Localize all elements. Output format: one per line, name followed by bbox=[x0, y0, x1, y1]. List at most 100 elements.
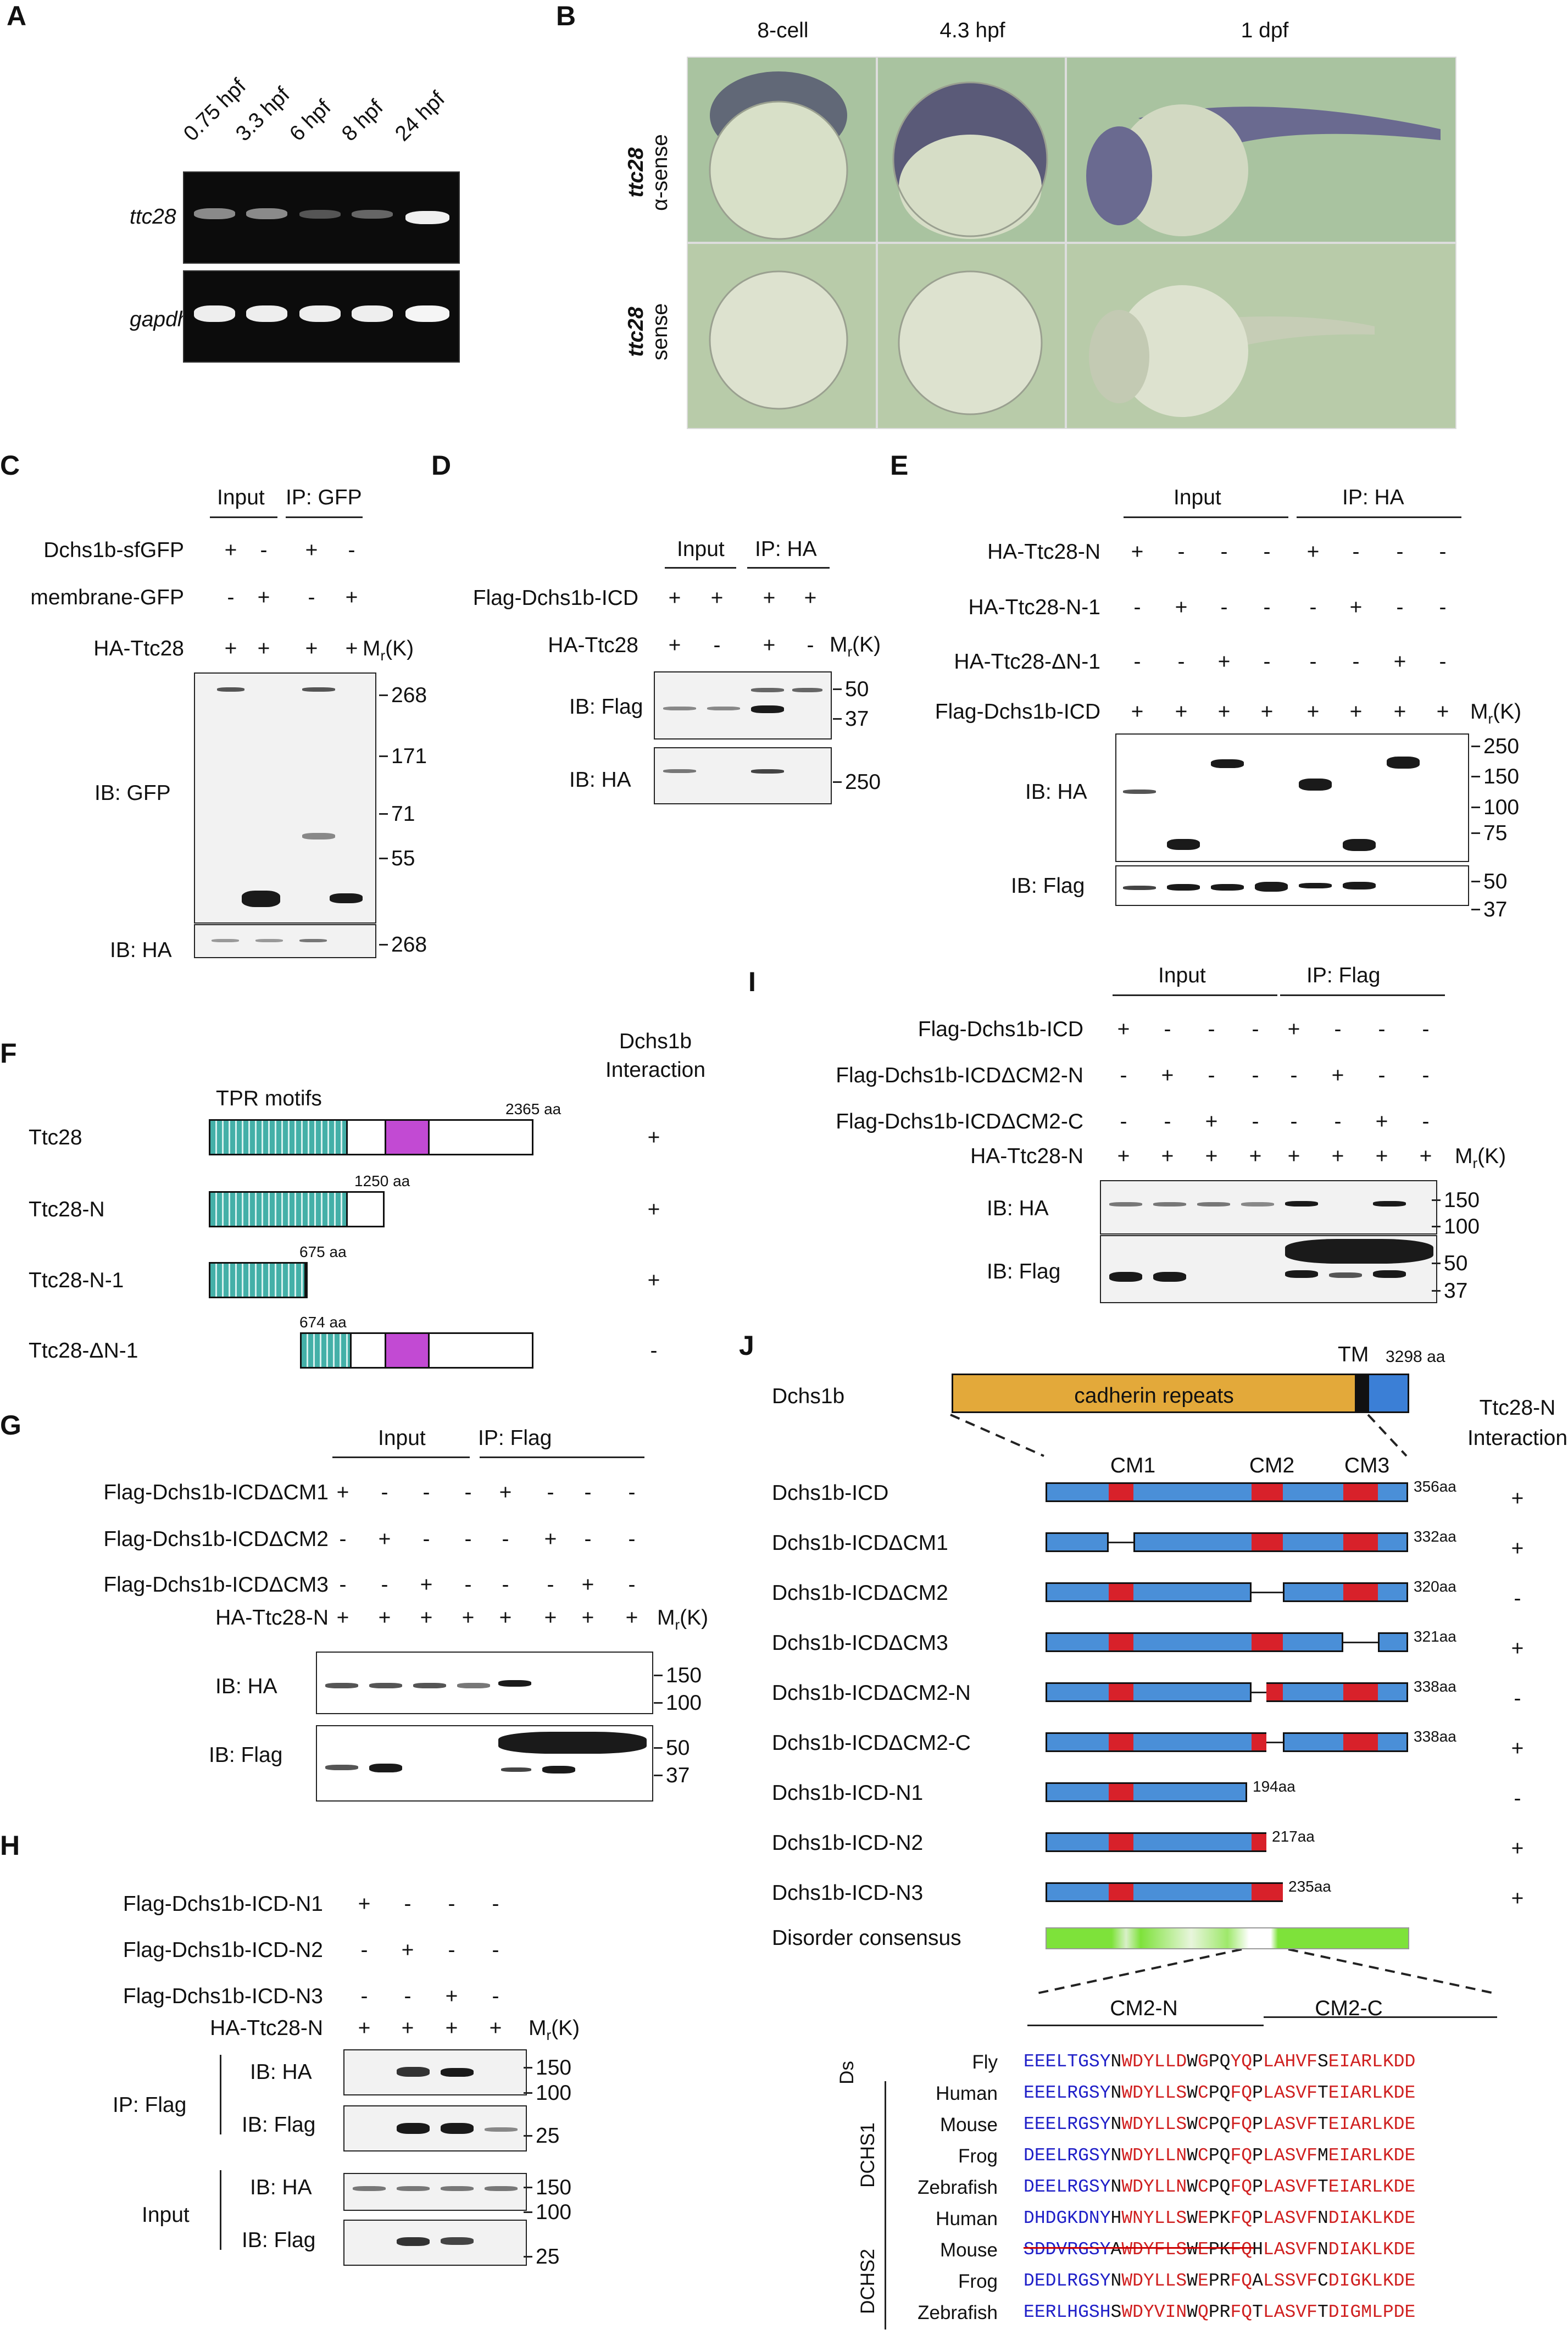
mr-label: Mr(K) bbox=[529, 2016, 580, 2043]
sign-mark: + bbox=[1131, 540, 1144, 564]
marker-tick bbox=[654, 1775, 663, 1776]
sign-mark: + bbox=[224, 538, 237, 562]
group-label: Ds bbox=[836, 2061, 858, 2084]
interaction-header: Ttc28-N bbox=[1479, 1396, 1556, 1420]
sign-mark: - bbox=[547, 1573, 554, 1597]
disorder-label: Disorder consensus bbox=[772, 1926, 961, 1950]
cm-motif bbox=[1109, 1584, 1133, 1600]
sign-mark: + bbox=[1306, 700, 1320, 724]
column-header-ip: IP: Flag bbox=[1306, 964, 1381, 987]
blot-band bbox=[1241, 1202, 1274, 1207]
blot-band bbox=[325, 1765, 358, 1770]
sign-mark: - bbox=[1252, 1018, 1259, 1041]
sign-mark: + bbox=[336, 1606, 349, 1630]
blot-band bbox=[242, 891, 280, 907]
sequence-underline bbox=[1024, 2247, 1254, 2249]
sign-mark: + bbox=[499, 1606, 512, 1630]
sign-mark: + bbox=[1161, 1064, 1174, 1087]
sign-mark: + bbox=[763, 586, 776, 610]
blot-band bbox=[485, 2186, 518, 2191]
sequence-row: EEELRGSYNWDYLLSWCPQFQPLASVFTEIARLKDE bbox=[1024, 2114, 1416, 2134]
sign-mark: - bbox=[260, 538, 268, 562]
blot-band bbox=[1299, 779, 1332, 791]
western-blot bbox=[194, 924, 376, 958]
blot-band bbox=[441, 2123, 474, 2134]
sign-mark: - bbox=[339, 1527, 347, 1551]
interaction-result: + bbox=[1511, 1637, 1524, 1660]
mw-marker: 25 bbox=[536, 2124, 560, 2148]
blot-band bbox=[1285, 1201, 1318, 1207]
marker-tick bbox=[1471, 881, 1480, 882]
bracket bbox=[747, 567, 830, 569]
sequence-row: SDDVRGSYAWDYFLSWEPKFQHLASVFNDIAKLKDE bbox=[1024, 2239, 1416, 2260]
mw-marker: 50 bbox=[1483, 870, 1508, 893]
construct-name: Flag-Dchs1b-ICD bbox=[472, 586, 638, 610]
blot-band bbox=[498, 1680, 531, 1687]
sign-mark: + bbox=[1375, 1144, 1388, 1168]
column-header-input: Input bbox=[378, 1426, 426, 1450]
sign-mark: - bbox=[807, 633, 814, 657]
blot-band bbox=[1109, 1202, 1142, 1207]
interaction-result: + bbox=[647, 1198, 660, 1221]
sign-mark: + bbox=[1393, 650, 1406, 674]
construct-name: Flag-Dchs1b-ICDΔCM1 bbox=[103, 1481, 329, 1504]
mw-marker: 37 bbox=[845, 707, 869, 731]
blot-band bbox=[353, 2186, 386, 2191]
column-header-input: Input bbox=[217, 486, 265, 509]
construct-name: Dchs1b-ICDΔCM2 bbox=[772, 1581, 948, 1605]
cm-motif bbox=[1109, 1684, 1133, 1700]
blot-band bbox=[299, 939, 327, 942]
marker-tick bbox=[1471, 746, 1480, 747]
bracket bbox=[210, 516, 277, 518]
gel-band bbox=[405, 211, 449, 224]
sign-mark: + bbox=[1175, 700, 1188, 724]
cm-motif bbox=[1109, 1484, 1133, 1500]
cm-motif bbox=[1343, 1484, 1378, 1500]
sequence-row: DEELRGSYNWDYLLNWCPQFQPLASVFMEIARLKDE bbox=[1024, 2145, 1416, 2166]
sign-mark: - bbox=[1439, 596, 1447, 619]
sign-mark: - bbox=[1220, 540, 1228, 564]
sequence-row: DHDGKDNYHWNYLLSWEPKFQPLASVFNDIAKLKDE bbox=[1024, 2208, 1416, 2228]
blot-band bbox=[397, 2186, 430, 2191]
bracket bbox=[480, 1456, 644, 1458]
blot-band bbox=[485, 2127, 518, 2132]
blot-band bbox=[1373, 1201, 1406, 1207]
blot-band bbox=[1255, 882, 1288, 892]
sign-mark: + bbox=[544, 1606, 557, 1630]
marker-tick bbox=[1471, 832, 1480, 834]
marker-tick bbox=[379, 755, 388, 757]
icd-segment bbox=[1046, 1882, 1283, 1902]
sign-mark: + bbox=[710, 586, 724, 610]
disorder-consensus-bar bbox=[1046, 1927, 1409, 1949]
gel-band bbox=[246, 305, 287, 322]
sign-mark: + bbox=[581, 1606, 594, 1630]
sign-mark: - bbox=[1220, 596, 1228, 619]
marker-tick bbox=[379, 858, 388, 859]
marker-tick bbox=[1471, 807, 1480, 808]
sign-mark: - bbox=[628, 1527, 636, 1551]
marker-tick bbox=[654, 1675, 663, 1676]
bracket bbox=[1027, 2025, 1264, 2026]
mw-marker: 50 bbox=[666, 1736, 690, 1760]
mw-marker: 250 bbox=[1483, 735, 1520, 758]
construct-name: HA-Ttc28-N-1 bbox=[968, 596, 1100, 619]
sign-mark: - bbox=[1422, 1064, 1430, 1087]
gel-band bbox=[352, 305, 393, 322]
blot-band bbox=[542, 1766, 575, 1774]
bracket bbox=[1264, 2016, 1497, 2018]
western-blot bbox=[654, 747, 832, 804]
sign-mark: - bbox=[1177, 650, 1185, 674]
ib-label: IB: HA bbox=[250, 2060, 312, 2084]
construct-name: Dchs1b-ICDΔCM3 bbox=[772, 1631, 948, 1655]
sign-mark: - bbox=[227, 586, 235, 609]
mw-marker: 100 bbox=[1444, 1215, 1480, 1238]
ib-label: IB: GFP bbox=[94, 781, 171, 805]
sign-mark: - bbox=[404, 1984, 412, 2008]
panel-label-f: F bbox=[0, 1038, 17, 1069]
mw-marker: 55 bbox=[391, 847, 415, 870]
interaction-header: Dchs1b bbox=[619, 1030, 692, 1053]
cm-label: CM3 bbox=[1344, 1454, 1390, 1477]
bracket bbox=[220, 2170, 221, 2250]
length-label: 674 aa bbox=[299, 1314, 347, 1331]
sign-mark: + bbox=[336, 1481, 349, 1504]
